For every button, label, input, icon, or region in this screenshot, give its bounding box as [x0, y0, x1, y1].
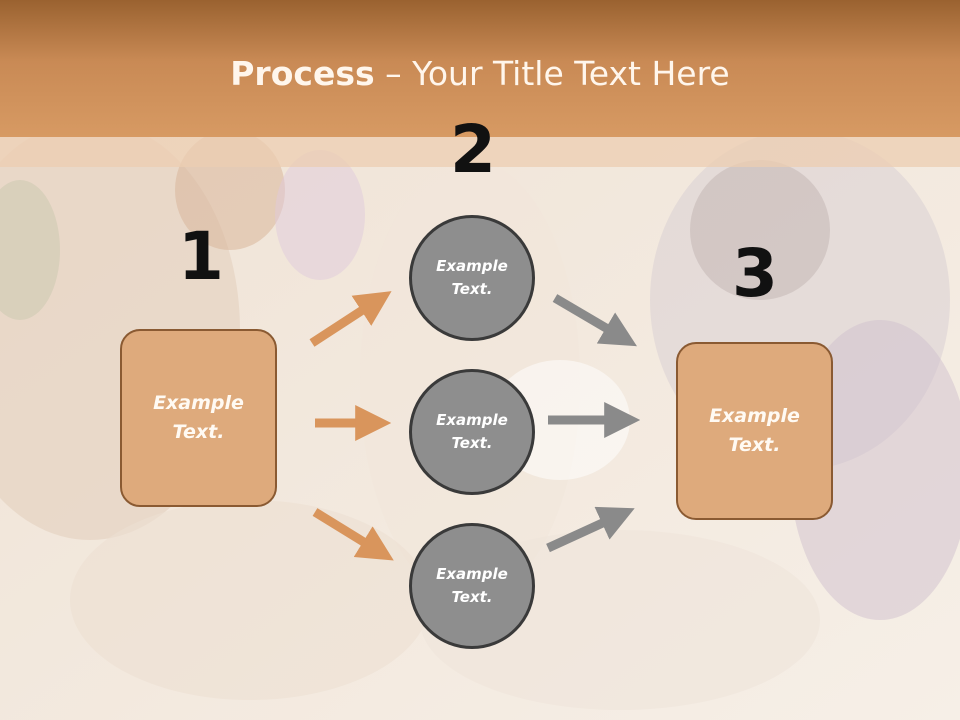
circle-top-line1: Example — [436, 256, 508, 275]
circle-middle-line1: Example — [436, 410, 508, 429]
left-box-line2: Text. — [172, 421, 225, 443]
arrow-left-to-top — [309, 291, 392, 347]
left-box-line1: Example — [153, 391, 244, 414]
arrow-top-to-right — [552, 294, 637, 347]
arrow-bottom-to-right — [546, 506, 635, 553]
title-bold: Process — [230, 54, 375, 93]
circle-top-line2: Text. — [451, 280, 493, 298]
circle-bottom-line2: Text. — [451, 588, 493, 606]
step-number-2: 2 — [450, 111, 496, 188]
right-box-line1: Example — [709, 404, 800, 427]
circle-middle-line2: Text. — [451, 434, 493, 452]
title-sub-band — [0, 137, 960, 167]
right-box-line2: Text. — [728, 434, 781, 456]
slide-title: Process – Your Title Text Here — [0, 54, 960, 93]
step-number-1: 1 — [178, 218, 224, 295]
arrow-left-to-bottom — [312, 508, 394, 561]
title-band — [0, 0, 960, 137]
circle-bottom-line1: Example — [436, 564, 508, 583]
title-rest: – Your Title Text Here — [374, 54, 730, 93]
step-number-3: 3 — [732, 235, 778, 312]
